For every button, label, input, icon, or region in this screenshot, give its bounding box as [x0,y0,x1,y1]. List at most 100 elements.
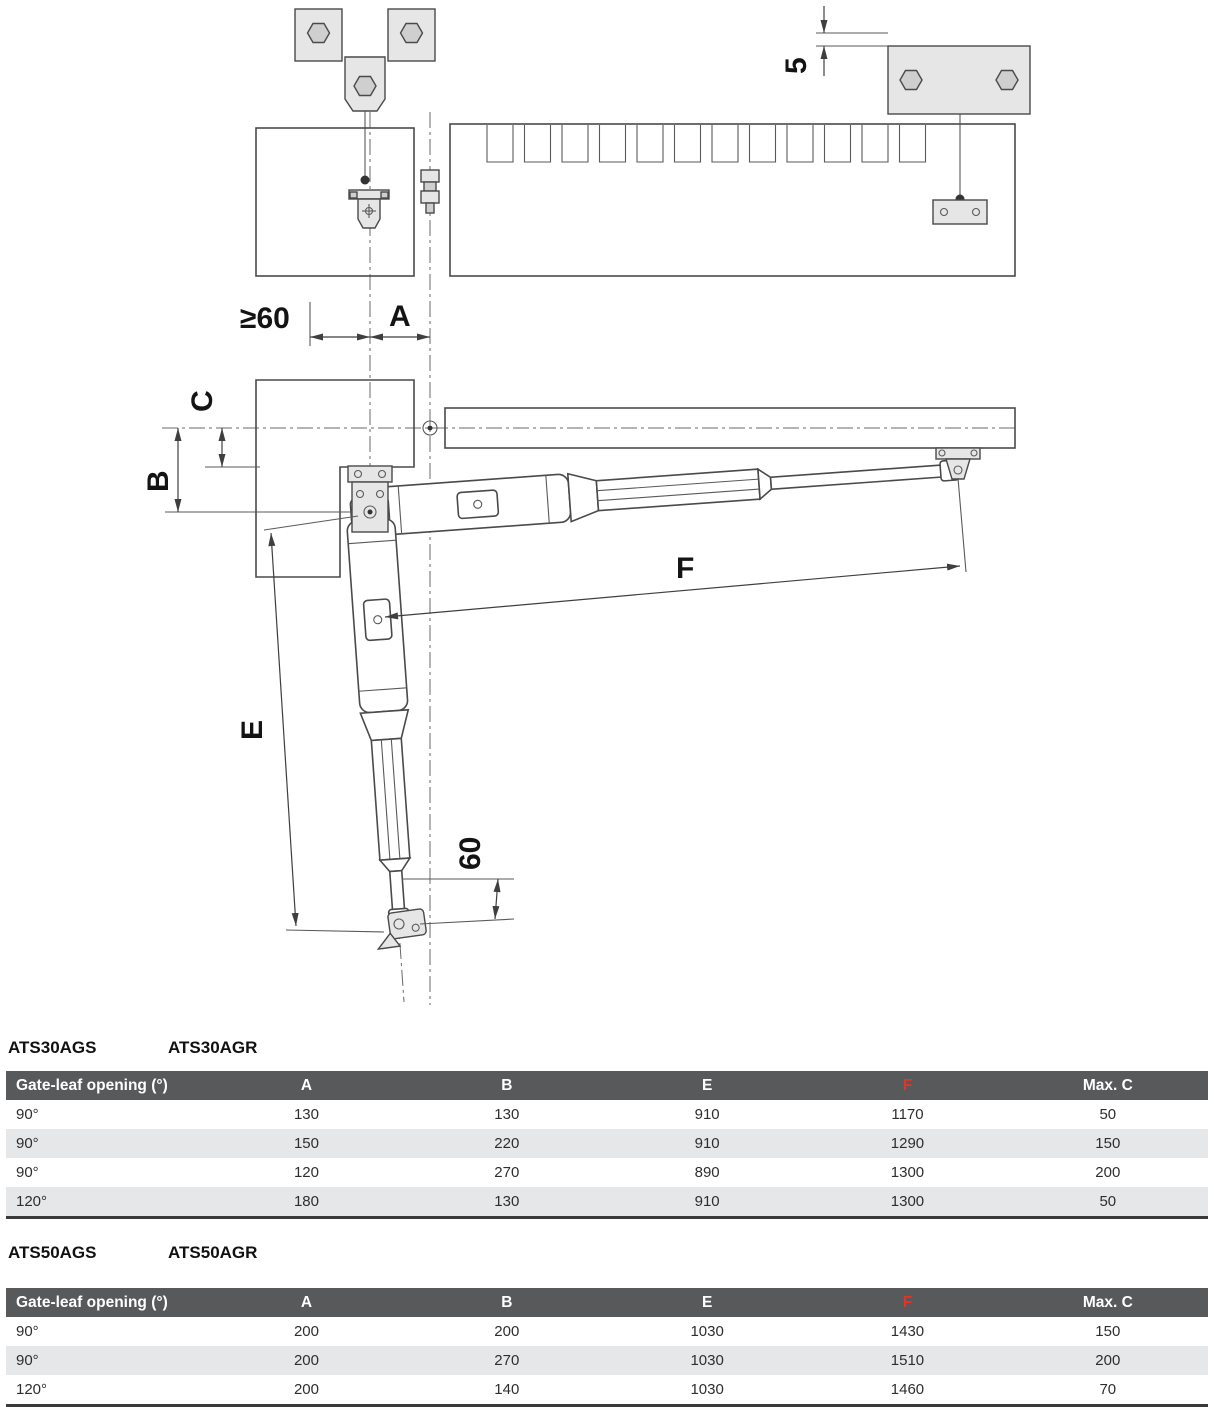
section-ats50: ATS50AGS ATS50AGR Gate-leaf opening (°) … [0,1243,1214,1407]
bolt-hex-icon [399,22,424,44]
cell-opening: 120° [6,1375,207,1407]
cell-a: 180 [206,1187,407,1219]
table-header-row: Gate-leaf opening (°) A B E F Max. C [6,1288,1208,1317]
actuator-closed [354,459,961,536]
dim-label-e: E [236,720,269,740]
col-header-e: E [606,1288,808,1317]
dimension-5: 5 [780,6,888,76]
col-header-f: F [807,1288,1008,1317]
dim-label-f: F [676,552,694,585]
cell-b: 130 [406,1187,607,1219]
cell-f: 1290 [890,1135,925,1152]
cell-f: 1170 [891,1106,924,1123]
cell-e: 910 [606,1187,808,1219]
actuator-open [346,496,412,929]
cell-b: 140 [406,1375,607,1407]
col-header-a: A [206,1288,407,1317]
model-title-ags: ATS30AGS [8,1038,97,1057]
cell-e: 910 [694,1135,720,1152]
col-header-b: B [406,1071,607,1100]
release-lock-icon [473,499,483,509]
gate-bracket-plate-top [887,45,1031,225]
cell-a: 150 [293,1135,319,1152]
bolt-hex-icon [995,69,1019,91]
cell-opening: 90° [16,1164,39,1181]
pillar-plan-view [255,379,415,578]
table-row: 90° 200 200 1030 1430 150 [6,1317,1208,1346]
model-title-ags: ATS50AGS [8,1243,97,1262]
dimension-a: A [370,300,430,341]
cell-e: 910 [694,1106,720,1123]
cell-opening: 90° [16,1106,39,1123]
col-header-opening: Gate-leaf opening (°) [6,1288,207,1317]
section-ats30: ATS30AGS ATS30AGR Gate-leaf opening (°) … [0,1038,1214,1219]
cell-e: 1030 [690,1323,724,1340]
cell-maxc: 70 [1007,1375,1208,1407]
installation-diagram: 5 ≥60 A C B [142,6,1031,1005]
cell-maxc: 150 [1095,1135,1121,1152]
gate-front-view [255,123,1016,277]
cell-a: 200 [293,1352,319,1369]
hinge-detail [420,169,440,214]
cell-b: 270 [494,1352,520,1369]
cell-f: 1300 [890,1164,925,1181]
cell-b: 220 [494,1135,520,1152]
table-row: 90° 120 270 890 1300 200 [6,1158,1208,1187]
model-titles: ATS50AGS ATS50AGR [8,1243,1206,1263]
cell-a: 200 [206,1375,407,1407]
dimension-60: 60 [402,837,515,925]
dim-label-b: B [142,470,175,492]
dimensions-table-ats50: Gate-leaf opening (°) A B E F Max. C 90°… [6,1288,1208,1407]
col-header-a: A [206,1071,407,1100]
dimension-f: F [384,477,967,620]
bolt-hex-icon [899,69,923,91]
front-bracket [935,447,981,480]
cell-e: 1030 [606,1375,808,1407]
cell-e: 1030 [690,1352,724,1369]
col-header-opening: Gate-leaf opening (°) [6,1071,207,1100]
cell-f: 1430 [890,1323,925,1340]
cell-maxc: 150 [1095,1323,1121,1340]
table-row: 120° 180 130 910 1300 50 [6,1187,1208,1219]
cell-opening: 90° [16,1323,39,1340]
wall-bracket-front [348,189,390,229]
table-row: 90° 130 130 910 1170 50 [6,1100,1208,1129]
dimension-min60: ≥60 [240,302,370,346]
gate-catch-bracket-top [294,8,436,185]
cell-a: 130 [293,1106,319,1123]
dimensions-table-ats30: Gate-leaf opening (°) A B E F Max. C 90°… [6,1071,1208,1219]
dim-label-min60: ≥60 [240,302,290,335]
col-header-b: B [406,1288,607,1317]
table-row: 90° 200 270 1030 1510 200 [6,1346,1208,1375]
cell-opening: 90° [16,1135,39,1152]
table-row: 90° 150 220 910 1290 150 [6,1129,1208,1158]
rear-bracket [347,465,393,533]
col-header-maxc: Max. C [1007,1288,1208,1317]
col-header-e: E [606,1071,808,1100]
bolt-hex-icon [306,22,331,44]
dimension-c: C [186,390,260,468]
cell-maxc: 200 [1095,1352,1121,1369]
dimension-b: B [142,428,350,513]
cell-maxc: 50 [1099,1106,1117,1123]
cell-b: 200 [494,1323,520,1340]
cell-opening: 120° [6,1187,207,1219]
cell-b: 130 [494,1106,520,1123]
dim-label-5: 5 [780,57,813,74]
cell-a: 200 [293,1323,319,1340]
bolt-hex-icon [353,75,377,97]
cell-f: 1460 [807,1375,1008,1407]
gate-slats [486,125,927,163]
cell-maxc: 50 [1007,1187,1208,1219]
cell-opening: 90° [16,1352,39,1369]
table-header-row: Gate-leaf opening (°) A B E F Max. C [6,1071,1208,1100]
model-title-agr: ATS50AGR [168,1243,258,1262]
col-header-maxc: Max. C [1007,1071,1208,1100]
gate-bracket-open [376,908,427,951]
cell-a: 120 [293,1164,319,1181]
dim-label-a: A [389,300,411,333]
col-header-f: F [807,1071,1008,1100]
table-row: 120° 200 140 1030 1460 70 [6,1375,1208,1407]
cell-f: 1300 [807,1187,1008,1219]
cell-e: 890 [694,1164,720,1181]
